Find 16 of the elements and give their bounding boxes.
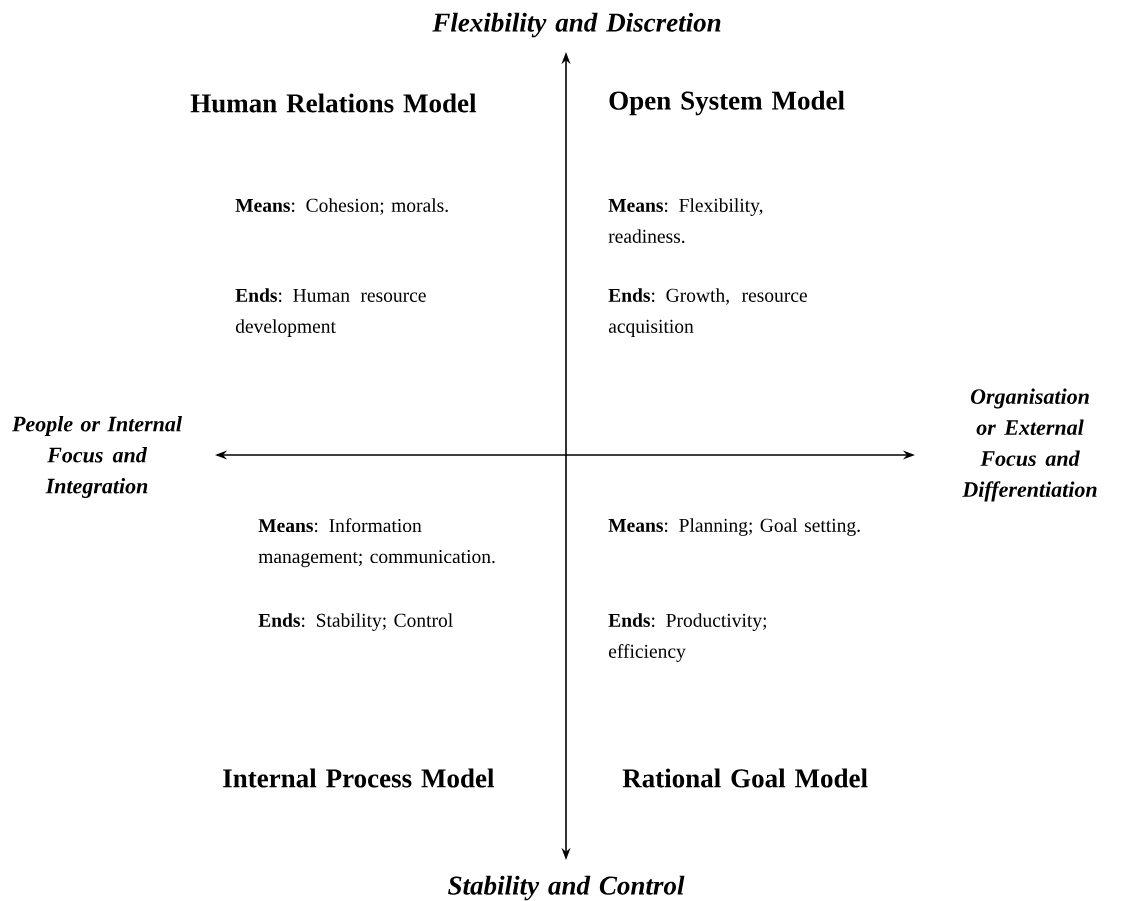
description-text: Ends: Growth, resource acquisition <box>608 288 807 337</box>
description-text: Ends: Stability; Control <box>258 613 453 631</box>
description-text: Means: Information management; communication. <box>258 518 495 568</box>
description-text: Means: Planning; Goal setting. <box>608 518 860 536</box>
quadrant-title: Human Relations Model <box>190 93 477 113</box>
axis-label: Stability and Control <box>448 875 685 901</box>
description-text: Means: Cohesion; morals. <box>235 198 448 215</box>
description-text: Means: Flexibility, readiness. <box>608 198 763 243</box>
axis-label: Flexibility and Discretion <box>432 12 721 38</box>
quadrant-title: Rational Goal Model <box>622 768 868 788</box>
quadrant-title: Internal Process Model <box>223 768 494 788</box>
description-text: Ends: Productivity; efficiency <box>608 613 766 662</box>
quadrant-title: Open System Model <box>609 90 845 116</box>
description-text: Ends: Human resource development <box>235 288 426 337</box>
axis-label: People or Internal Focus and Integration <box>12 416 182 498</box>
axis-label: Organisation or External Focus and Differentiation <box>962 388 1097 502</box>
